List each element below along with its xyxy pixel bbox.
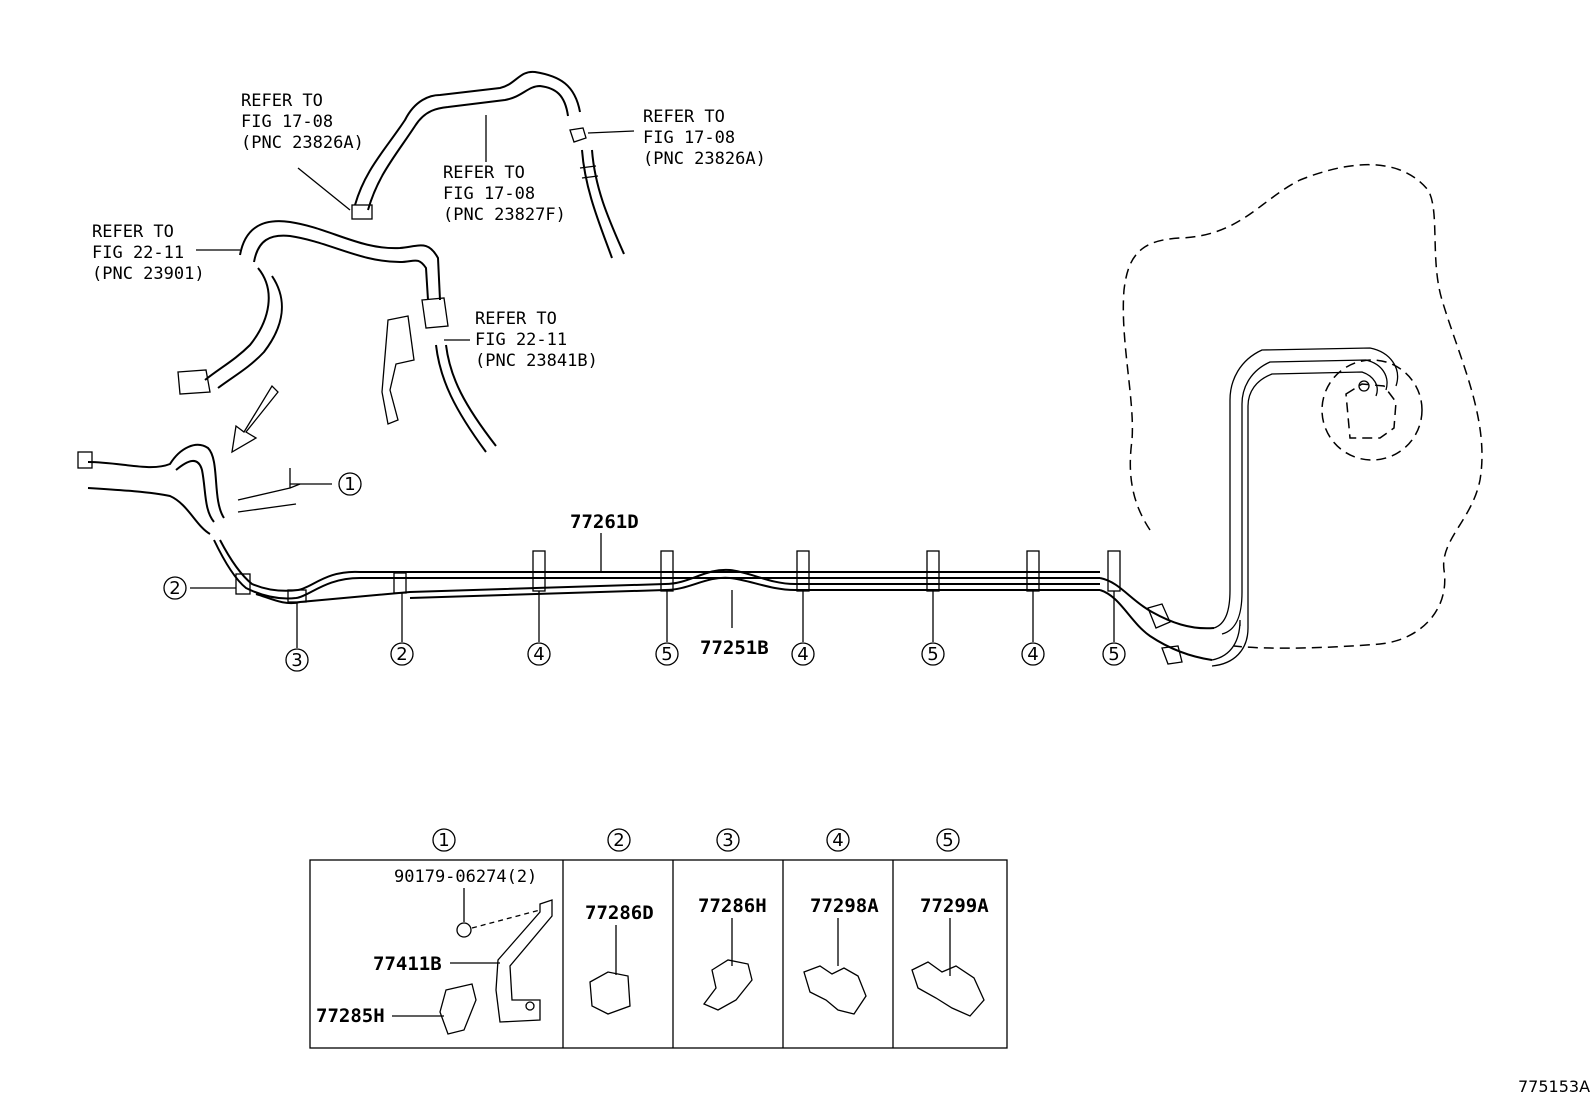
figure-code: 775153A <box>1518 1077 1590 1096</box>
callout-4b: 4 <box>791 642 815 666</box>
callout-1: 1 <box>338 472 362 496</box>
filler-neck-hose-assembly <box>177 70 635 453</box>
legend-header-number: 3 <box>722 830 733 851</box>
callout-number: 5 <box>661 644 672 665</box>
callout-5a: 5 <box>655 642 679 666</box>
callout-number: 2 <box>169 578 180 599</box>
reference-line: FIG 22-11 <box>92 243 184 263</box>
part-number-clip: 77286H <box>698 895 767 917</box>
callout-number: 5 <box>927 644 938 665</box>
reference-line: FIG 17-08 <box>643 128 735 148</box>
parts-legend-table: 1 2 3 4 5 90179-06274(2) 77411B 77285H <box>309 828 1008 1049</box>
reference-line: FIG 17-08 <box>443 184 535 204</box>
callout-4c: 4 <box>1021 642 1045 666</box>
reference-note-2: REFER TO FIG 17-08 (PNC 23827F) <box>443 163 566 225</box>
reference-line: REFER TO <box>92 222 174 242</box>
legend-header-number: 2 <box>613 830 624 851</box>
legend-header-number: 1 <box>438 830 449 851</box>
part-number-clamp: 77285H <box>316 1005 385 1027</box>
legend-cell-4: 77298A <box>803 895 879 1015</box>
reference-line: REFER TO <box>443 163 525 183</box>
reference-line: (PNC 23827F) <box>443 205 566 225</box>
reference-line: REFER TO <box>643 107 725 127</box>
callout-number: 1 <box>344 474 355 495</box>
reference-line: (PNC 23826A) <box>643 149 766 169</box>
part-number-clamp: 77299A <box>920 895 989 917</box>
part-number-tube-lower: 77251B <box>700 637 769 659</box>
legend-cell-1: 90179-06274(2) 77411B 77285H <box>316 867 553 1035</box>
part-number-bracket: 77411B <box>373 953 442 975</box>
legend-header-5: 5 <box>936 828 960 852</box>
legend-header-number: 5 <box>942 830 953 851</box>
reference-line: (PNC 23841B) <box>475 351 598 371</box>
reference-line: FIG 22-11 <box>475 330 567 350</box>
legend-header-1: 1 <box>432 828 456 852</box>
direction-arrow-icon <box>231 384 279 454</box>
callout-4a: 4 <box>527 642 551 666</box>
callout-3: 3 <box>285 648 309 672</box>
legend-header-4: 4 <box>826 828 850 852</box>
part-number-clip: 77286D <box>585 902 654 924</box>
fuel-tube-assembly <box>77 443 1215 665</box>
reference-note-1: REFER TO FIG 17-08 (PNC 23826A) <box>241 91 364 153</box>
callout-number: 5 <box>1108 644 1119 665</box>
part-number-bolt: 90179-06274(2) <box>394 867 537 887</box>
callout-5b: 5 <box>921 642 945 666</box>
reference-line: (PNC 23826A) <box>241 133 364 153</box>
callout-2b: 2 <box>390 642 414 666</box>
legend-header-number: 4 <box>832 830 843 851</box>
callout-number: 2 <box>396 644 407 665</box>
legend-cell-3: 77286H <box>698 895 767 1011</box>
callout-number: 4 <box>533 644 544 665</box>
reference-note-3: REFER TO FIG 17-08 (PNC 23826A) <box>643 107 766 169</box>
part-number-clamp: 77298A <box>810 895 879 917</box>
reference-note-4: REFER TO FIG 22-11 (PNC 23901) <box>92 222 205 284</box>
reference-line: (PNC 23901) <box>92 264 205 284</box>
callout-number: 4 <box>1027 644 1038 665</box>
part-number-tube-upper: 77261D <box>570 511 639 533</box>
legend-header-3: 3 <box>716 828 740 852</box>
legend-cell-2: 77286D <box>585 902 654 1015</box>
reference-line: FIG 17-08 <box>241 112 333 132</box>
callout-number: 4 <box>797 644 808 665</box>
reference-line: REFER TO <box>475 309 557 329</box>
callout-5c: 5 <box>1102 642 1126 666</box>
reference-line: REFER TO <box>241 91 323 111</box>
fuel-tank-outline <box>1122 163 1483 667</box>
legend-header-2: 2 <box>607 828 631 852</box>
reference-note-5: REFER TO FIG 22-11 (PNC 23841B) <box>475 309 598 371</box>
callout-2: 2 <box>163 576 187 600</box>
callout-number: 3 <box>291 650 302 671</box>
legend-cell-5: 77299A <box>911 895 989 1017</box>
